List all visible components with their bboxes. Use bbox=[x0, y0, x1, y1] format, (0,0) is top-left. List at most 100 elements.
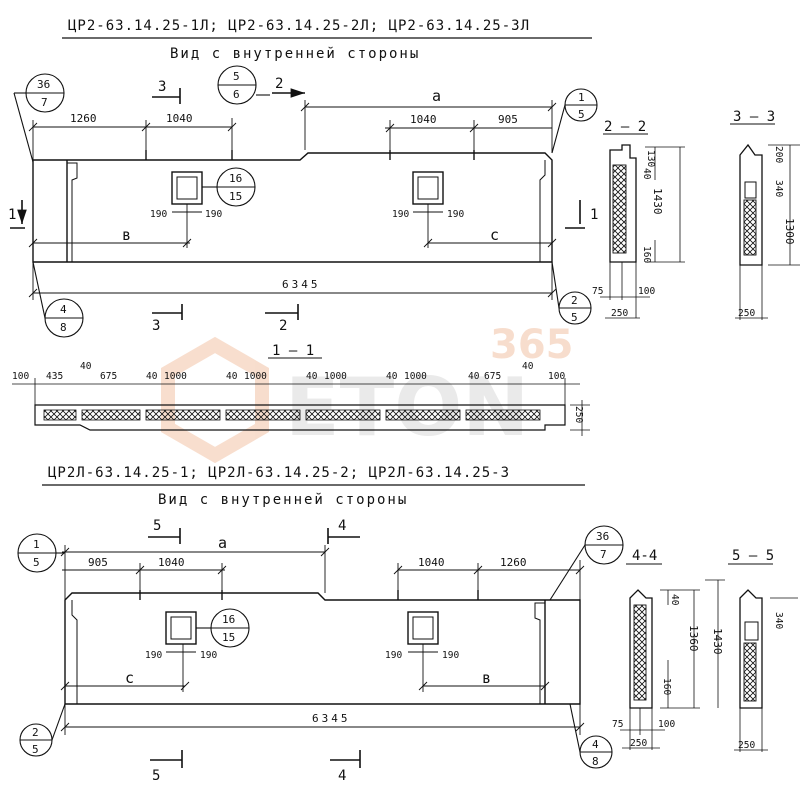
top-dim-1040-right: 1040 bbox=[410, 113, 437, 126]
s22-dim-40: 40 bbox=[641, 168, 652, 180]
bot-dim-190b: 190 bbox=[200, 650, 217, 661]
bubble-16-bot: 16 bbox=[222, 613, 235, 626]
bubble-5b-top: 5 bbox=[578, 108, 585, 121]
section-4-4-drawing bbox=[620, 579, 725, 750]
bubble-15-top: 15 bbox=[229, 190, 242, 203]
s44-dim-100: 100 bbox=[658, 719, 675, 730]
section-mark-4-bot: 4 bbox=[338, 768, 346, 784]
top-section-marks bbox=[10, 88, 585, 320]
s11-dim-14: 40 bbox=[522, 361, 534, 372]
bubble-5c-bot: 5 bbox=[32, 743, 39, 756]
watermark: 365 ETON bbox=[161, 322, 574, 464]
bot-dim-1260: 1260 bbox=[500, 556, 527, 569]
bubble-16-top: 16 bbox=[229, 172, 242, 185]
bot-dim-1040-right: 1040 bbox=[418, 556, 445, 569]
top-dim-c: с bbox=[490, 226, 499, 244]
s11-dim-1: 435 bbox=[46, 371, 63, 382]
s11-dim-height: 250 bbox=[573, 406, 584, 423]
top-dim-190d: 190 bbox=[447, 209, 464, 220]
top-dim-1040-left: 1040 bbox=[166, 112, 193, 125]
watermark-hexagon bbox=[161, 336, 269, 464]
s22-dim-250: 250 bbox=[611, 308, 628, 319]
bot-dim-190a: 190 bbox=[145, 650, 162, 661]
bubble-36-bot: 36 bbox=[596, 530, 609, 543]
s33-dim-200: 200 bbox=[773, 146, 784, 163]
section-3-3-label: 3 – 3 bbox=[733, 109, 775, 125]
bot-dim-190c: 190 bbox=[385, 650, 402, 661]
s11-dim-3: 675 bbox=[100, 371, 117, 382]
s55-dim-250: 250 bbox=[738, 740, 755, 751]
s11-dim-7: 1000 bbox=[244, 371, 267, 382]
bot-dim-total: 6345 bbox=[312, 712, 351, 725]
section-mark-5-bot: 5 bbox=[152, 768, 160, 784]
bubble-5-bot: 5 bbox=[33, 556, 40, 569]
bottom-panel-elevation bbox=[64, 590, 581, 705]
section-mark-4-top: 4 bbox=[338, 518, 346, 534]
bottom-panel-subtitle: Вид с внутренней стороны bbox=[158, 492, 408, 508]
bubble-36-top: 36 bbox=[37, 78, 50, 91]
s11-dim-10: 40 bbox=[386, 371, 398, 382]
bottom-panel-dimensions bbox=[60, 545, 585, 735]
section-5-5-label: 5 – 5 bbox=[732, 548, 774, 564]
watermark-365: 365 bbox=[490, 322, 574, 368]
bubble-5c-top: 5 bbox=[571, 311, 578, 324]
s33-dim-1300: 1300 bbox=[783, 218, 796, 245]
top-panel-elevation bbox=[32, 150, 553, 263]
s22-dim-1430: 1430 bbox=[651, 188, 664, 215]
bubble-4-bot: 4 bbox=[592, 738, 599, 751]
watermark-eton: ETON bbox=[285, 361, 529, 454]
section-mark-1-right: 1 bbox=[590, 207, 598, 223]
section-2-2-drawing bbox=[600, 144, 685, 319]
bottom-bubbles bbox=[17, 525, 624, 769]
bubble-4-top: 4 bbox=[60, 303, 67, 316]
section-2-2-label: 2 – 2 bbox=[604, 119, 646, 135]
bot-dim-b: в bbox=[482, 669, 491, 687]
top-dim-905: 905 bbox=[498, 113, 518, 126]
s22-dim-160: 160 bbox=[641, 246, 652, 263]
s55-dim-340: 340 bbox=[773, 612, 784, 629]
bottom-section-marks bbox=[148, 528, 361, 768]
bottom-panel-title: ЦР2Л-63.14.25-1; ЦР2Л-63.14.25-2; ЦР2Л-6… bbox=[48, 465, 510, 481]
section-3-3-drawing bbox=[735, 143, 800, 320]
s44-dim-40: 40 bbox=[669, 594, 680, 606]
section-mark-2-top: 2 bbox=[275, 76, 283, 92]
s44-dim-1360: 1360 bbox=[687, 625, 700, 652]
top-dim-1260: 1260 bbox=[70, 112, 97, 125]
s11-dim-5: 1000 bbox=[164, 371, 187, 382]
s22-dim-100: 100 bbox=[638, 286, 655, 297]
s22-dim-130: 130 bbox=[645, 150, 656, 167]
s11-dim-8: 40 bbox=[306, 371, 318, 382]
bubble-6-top: 6 bbox=[233, 88, 240, 101]
top-dim-190a: 190 bbox=[150, 209, 167, 220]
top-bubbles bbox=[13, 65, 598, 338]
bubble-1-top: 1 bbox=[578, 91, 585, 104]
bubble-7-top: 7 bbox=[41, 96, 48, 109]
top-dim-a: a bbox=[432, 87, 441, 105]
section-1-1-dims: 100 435 40 675 40 1000 40 1000 40 1000 4… bbox=[12, 361, 584, 423]
bot-dim-905: 905 bbox=[88, 556, 108, 569]
bubble-5-top: 5 bbox=[233, 70, 240, 83]
section-1-1-drawing bbox=[12, 378, 590, 436]
top-panel-dimensions bbox=[28, 100, 557, 300]
bubble-8-top: 8 bbox=[60, 321, 67, 334]
s11-dim-9: 1000 bbox=[324, 371, 347, 382]
bubble-2-top: 2 bbox=[571, 294, 578, 307]
s33-dim-340: 340 bbox=[773, 180, 784, 197]
s11-dim-12: 40 bbox=[468, 371, 480, 382]
bot-dim-190d: 190 bbox=[442, 650, 459, 661]
bubble-2-bot: 2 bbox=[32, 726, 39, 739]
s33-dim-250: 250 bbox=[738, 308, 755, 319]
s11-dim-0: 100 bbox=[12, 371, 29, 382]
s11-dim-4: 40 bbox=[146, 371, 158, 382]
bot-dim-1040-left: 1040 bbox=[158, 556, 185, 569]
s11-dim-6: 40 bbox=[226, 371, 238, 382]
s44-dim-250: 250 bbox=[630, 738, 647, 749]
top-dim-190b: 190 bbox=[205, 209, 222, 220]
section-mark-2-bot: 2 bbox=[279, 318, 287, 334]
s11-dim-11: 1000 bbox=[404, 371, 427, 382]
s44-dim-75: 75 bbox=[612, 719, 623, 730]
section-1-1-label: 1 — 1 bbox=[272, 343, 314, 359]
top-panel-title: ЦР2-63.14.25-1Л; ЦР2-63.14.25-2Л; ЦР2-63… bbox=[68, 18, 530, 34]
section-mark-3-bot: 3 bbox=[152, 318, 160, 334]
